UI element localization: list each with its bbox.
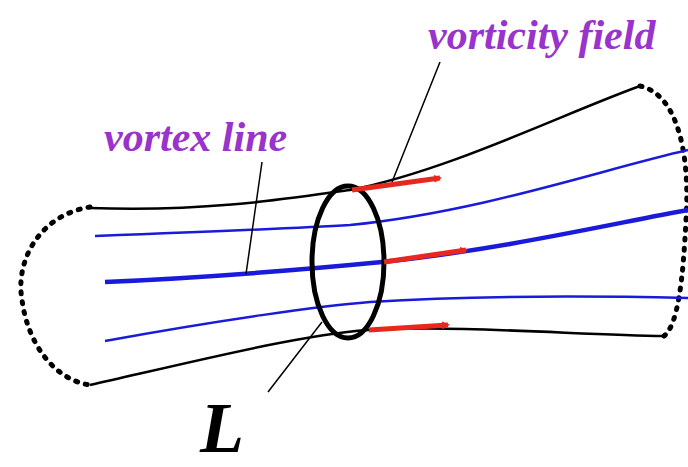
dotted-section: [21, 207, 90, 385]
tube-wall: [90, 86, 640, 209]
leader-line: [246, 162, 262, 274]
tube-wall: [90, 329, 664, 385]
vortex-line: [105, 297, 688, 341]
leader-line: [392, 62, 440, 182]
vorticity-arrow: [352, 178, 440, 190]
leader-line: [268, 322, 322, 392]
line-label: vortex line: [104, 116, 287, 158]
field-label: vorticity field: [428, 14, 655, 56]
vortex-line: [105, 210, 688, 282]
loop-label: L: [200, 392, 244, 464]
vorticity-arrow: [384, 250, 466, 262]
vortex-line: [95, 150, 688, 236]
circuit-loop: [312, 186, 384, 338]
vorticity-arrow: [369, 325, 448, 330]
